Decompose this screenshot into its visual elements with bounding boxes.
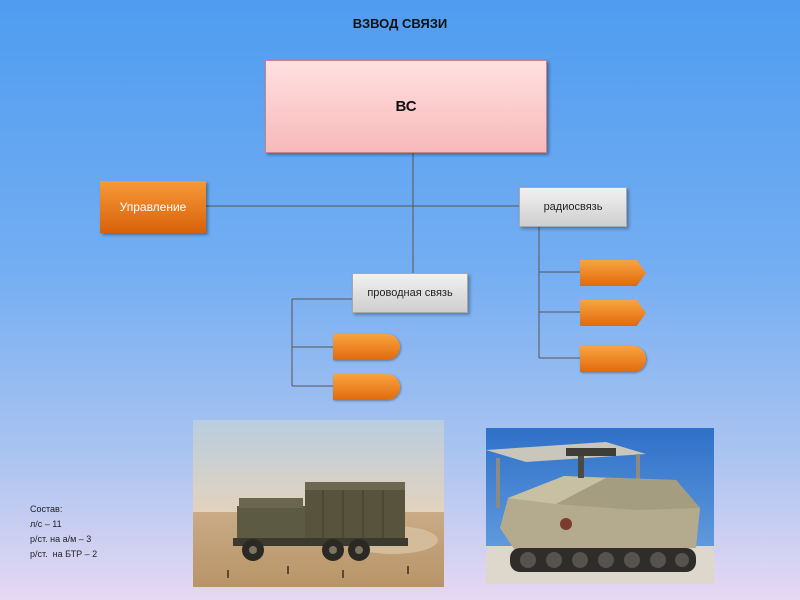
wired-subunit-2 [333, 374, 400, 400]
armored-personnel-carrier-photo [486, 428, 714, 584]
radio-subunit-1 [580, 260, 646, 286]
composition-line-radio-vehicle: р/ст. на а/м – 3 [30, 534, 92, 544]
radio-communication-node: радиосвязь [519, 187, 627, 227]
wired-subunit-1 [333, 334, 400, 360]
composition-line-personnel: л/с – 11 [30, 519, 62, 529]
wired-communication-node: проводная связь [352, 273, 468, 313]
military-truck-photo [193, 420, 444, 587]
composition-notes: Состав: л/с – 11 р/ст. на а/м – 3 р/ст. … [30, 502, 97, 562]
composition-heading: Состав: [30, 504, 63, 514]
management-node: Управление [100, 181, 206, 233]
slide-title: ВЗВОД СВЯЗИ [352, 16, 448, 31]
composition-line-radio-apc: р/ст. на БТР – 2 [30, 549, 98, 559]
radio-subunit-2 [580, 300, 646, 326]
root-node-vs: ВС [265, 60, 547, 153]
radio-subunit-3 [580, 346, 646, 372]
